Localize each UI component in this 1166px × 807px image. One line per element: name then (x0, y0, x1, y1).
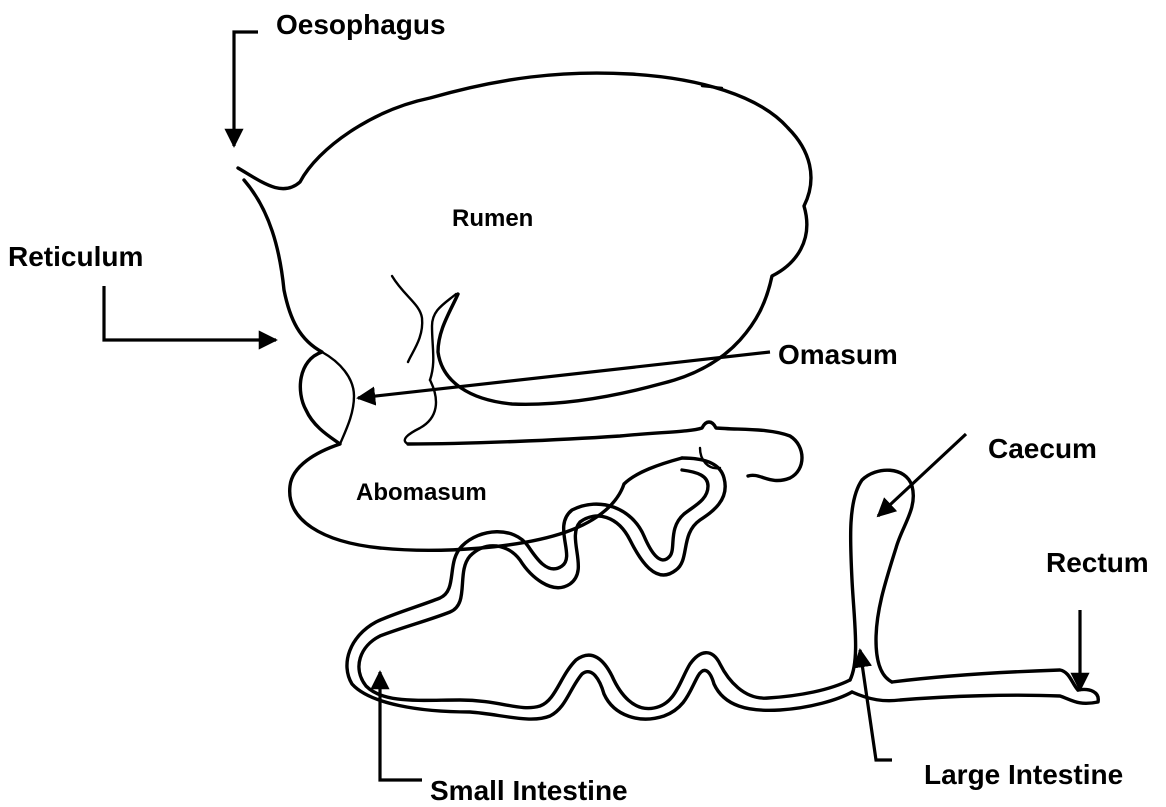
label-omasum: Omasum (778, 339, 898, 370)
omasum-partition (392, 276, 422, 362)
large-intestine-upper (892, 670, 1078, 690)
large-intestine-lower (852, 690, 1098, 704)
label-oesophagus: Oesophagus (276, 9, 446, 40)
oesophagus-pointer (234, 32, 258, 146)
omasum-pointer (358, 352, 770, 398)
label-caecum: Caecum (988, 433, 1097, 464)
rumen-top-notch (702, 86, 722, 88)
caecum-pointer (878, 434, 966, 516)
label-rectum: Rectum (1046, 547, 1149, 578)
label-rumen: Rumen (452, 205, 533, 232)
label-reticulum: Reticulum (8, 241, 143, 272)
rumen-outline (238, 73, 811, 404)
label-large-intestine: Large Intestine (924, 759, 1123, 790)
abomasum-upper-wall (408, 422, 802, 481)
large-intestine-pointer (860, 650, 892, 760)
omasum-lower (322, 352, 354, 444)
small-intestine-inner (347, 470, 852, 719)
small-intestine-pointer (380, 672, 422, 780)
reticulum-pointer (104, 286, 276, 340)
label-abomasum: Abomasum (356, 479, 487, 506)
label-small-intestine: Small Intestine (430, 775, 628, 806)
